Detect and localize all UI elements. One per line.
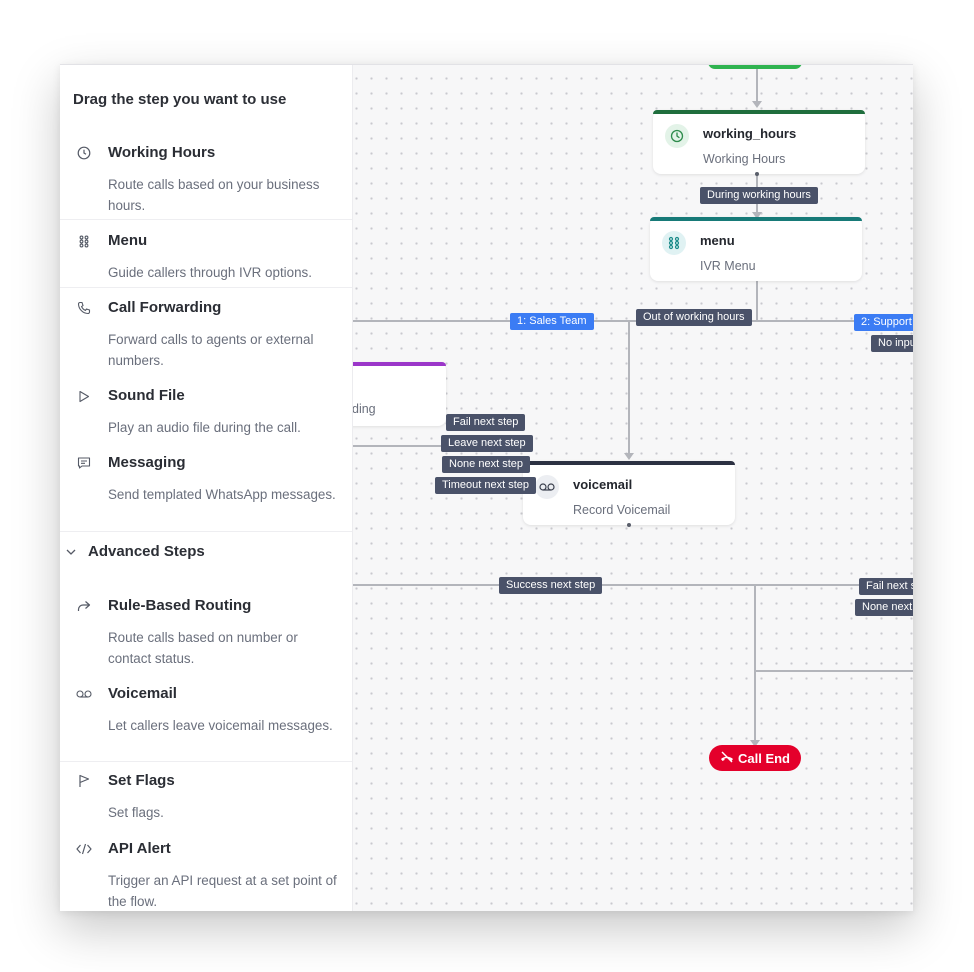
label-fail-next-step[interactable]: Fail next step <box>446 414 526 431</box>
step-messaging-desc: Send templated WhatsApp messages. <box>108 487 336 502</box>
node-working-hours-name: working_hours <box>703 126 797 141</box>
voicemail-icon <box>76 686 92 702</box>
arrowhead-call-end <box>750 740 760 747</box>
code-icon <box>76 841 92 857</box>
clock-icon <box>665 124 689 148</box>
arrowhead-voicemail <box>624 453 634 460</box>
step-sound-file-desc: Play an audio file during the call. <box>108 420 301 435</box>
start-node[interactable] <box>708 65 802 69</box>
step-api-alert-desc: Trigger an API request at a set point of… <box>108 873 337 909</box>
label-success-next-step[interactable]: Success next step <box>499 577 603 594</box>
node-voicemail-type: Record Voicemail <box>573 503 671 517</box>
voicemail-icon <box>535 475 559 499</box>
node-working-hours-type: Working Hours <box>703 152 786 166</box>
step-rule-based-routing-title: Rule-Based Routing <box>108 597 252 614</box>
step-rule-based-routing-desc: Route calls based on number or contact s… <box>108 630 298 666</box>
label-timeout-next-step[interactable]: Timeout next step <box>435 477 537 494</box>
label-no-input[interactable]: No inpu <box>871 335 913 352</box>
flag-icon <box>76 773 92 789</box>
step-messaging-title: Messaging <box>108 454 186 471</box>
label-none-next-right[interactable]: None next <box>855 599 913 616</box>
flow-builder-window: working_hours Working Hours menu IVR Men… <box>60 64 913 911</box>
arrowhead-menu <box>752 212 762 219</box>
divider <box>60 531 352 532</box>
node-menu-type: IVR Menu <box>700 259 756 273</box>
menu-grid-icon <box>76 233 92 249</box>
arrowhead-working-hours <box>752 101 762 108</box>
step-palette-sidebar: Drag the step you want to use Working Ho… <box>60 65 353 911</box>
phone-hangup-icon <box>720 751 734 766</box>
step-working-hours-desc: Route calls based on your business hours… <box>108 177 320 213</box>
divider <box>60 287 352 288</box>
divider <box>60 761 352 762</box>
step-voicemail-desc: Let callers leave voicemail messages. <box>108 718 333 733</box>
step-working-hours-title: Working Hours <box>108 144 216 161</box>
node-voicemail-handle[interactable] <box>627 523 631 527</box>
step-call-forwarding-desc: Forward calls to agents or external numb… <box>108 332 314 368</box>
play-icon <box>76 388 92 404</box>
clock-icon <box>76 145 92 161</box>
advanced-steps-label: Advanced Steps <box>88 543 205 560</box>
label-none-next-step[interactable]: None next step <box>442 456 530 473</box>
node-working-hours[interactable]: working_hours Working Hours <box>653 110 865 174</box>
label-leave-next-step[interactable]: Leave next step <box>441 435 533 452</box>
sidebar-title: Drag the step you want to use <box>73 91 287 108</box>
share-arrow-icon <box>76 598 92 614</box>
chevron-down-icon <box>66 547 80 559</box>
message-icon <box>76 455 92 471</box>
step-sound-file-title: Sound File <box>108 387 185 404</box>
advanced-steps-toggle[interactable]: Advanced Steps <box>66 543 205 560</box>
step-voicemail-title: Voicemail <box>108 685 177 702</box>
node-menu-name: menu <box>700 233 735 248</box>
step-menu-desc: Guide callers through IVR options. <box>108 265 312 280</box>
node-menu[interactable]: menu IVR Menu <box>650 217 862 281</box>
node-voicemail[interactable]: voicemail Record Voicemail <box>523 461 735 525</box>
label-during-working-hours[interactable]: During working hours <box>700 187 818 204</box>
label-out-of-working-hours[interactable]: Out of working hours <box>636 309 752 326</box>
node-working-hours-handle[interactable] <box>755 172 759 176</box>
call-end-label: Call End <box>737 750 790 766</box>
label-support-team[interactable]: 2: Support T <box>854 314 913 331</box>
label-sales-team[interactable]: 1: Sales Team <box>510 313 594 330</box>
step-set-flags-title: Set Flags <box>108 772 175 789</box>
step-menu-title: Menu <box>108 232 148 249</box>
divider <box>60 219 352 220</box>
label-fail-next-right[interactable]: Fail next s <box>859 578 913 595</box>
node-working-hours-bar <box>653 110 865 114</box>
step-api-alert-title: API Alert <box>108 840 171 857</box>
connector-success <box>352 584 756 745</box>
node-call-forwarding-bar <box>292 362 446 366</box>
menu-grid-icon <box>662 231 686 255</box>
node-menu-bar <box>650 217 862 221</box>
node-call-forwarding-type: ding <box>352 402 376 416</box>
phone-icon <box>76 300 92 316</box>
call-end-node[interactable]: Call End <box>709 745 801 771</box>
step-set-flags-desc: Set flags. <box>108 805 164 820</box>
node-voicemail-bar <box>523 461 735 465</box>
step-call-forwarding-title: Call Forwarding <box>108 299 222 316</box>
node-voicemail-name: voicemail <box>573 477 633 492</box>
